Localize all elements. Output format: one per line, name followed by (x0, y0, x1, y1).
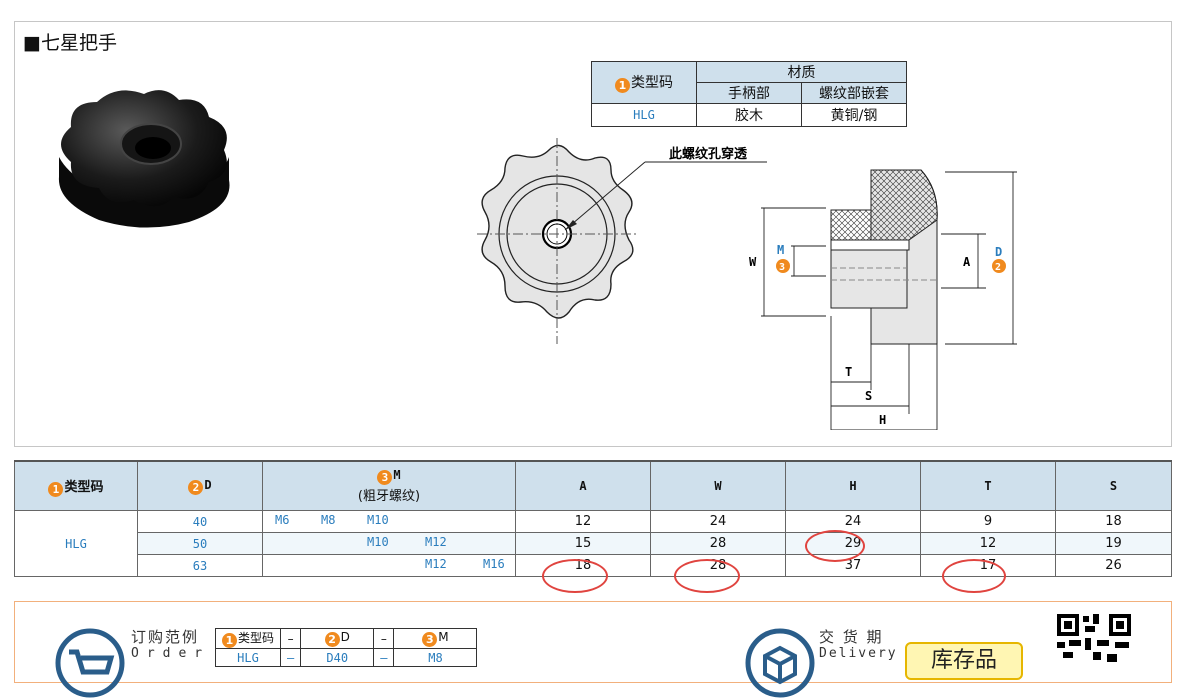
dim-W: W (749, 255, 757, 269)
spec-D: 50 (137, 532, 263, 555)
mat-header-material: 材质 (696, 61, 907, 83)
spec-H: 29 (785, 532, 921, 555)
spec-D: 40 (137, 510, 263, 533)
dim-S: S (865, 389, 872, 403)
technical-drawing: 此螺纹孔穿透 (477, 138, 1017, 430)
spec-header-T: T (920, 460, 1056, 511)
order-title: 订购范例 (131, 628, 200, 646)
mat-insert: 黄铜/钢 (801, 103, 907, 127)
side-view (830, 169, 938, 345)
spec-header-A: A (515, 460, 651, 511)
spec-T: 12 (920, 532, 1056, 555)
spec-S: 19 (1055, 532, 1172, 555)
spec-A: 18 (515, 554, 651, 577)
box-icon (745, 628, 815, 698)
ord-D: D40 (300, 648, 375, 667)
spec-S: 18 (1055, 510, 1172, 533)
spec-A: 15 (515, 532, 651, 555)
spec-header-S: S (1055, 460, 1172, 511)
qr-code-icon (1057, 614, 1131, 662)
product-photo (58, 90, 230, 228)
stock-badge: 库存品 (905, 642, 1023, 680)
mat-header-insert: 螺纹部嵌套 (801, 82, 907, 104)
dim-badge-2: 2 (995, 262, 1001, 273)
spec-type: HLG (14, 510, 138, 577)
front-view (477, 138, 637, 344)
mat-handle: 胶木 (696, 103, 802, 127)
dim-badge-3: 3 (779, 262, 785, 273)
ord-dash: – (373, 628, 395, 649)
spec-W: 28 (650, 532, 786, 555)
spec-A: 12 (515, 510, 651, 533)
dim-D: D (995, 245, 1002, 259)
spec-W: 24 (650, 510, 786, 533)
spec-W: 28 (650, 554, 786, 577)
spec-D: 63 (137, 554, 263, 577)
cart-icon (55, 628, 125, 698)
delivery-title-en: Delivery (819, 646, 898, 661)
spec-T: 9 (920, 510, 1056, 533)
spec-H: 37 (785, 554, 921, 577)
dim-T: T (845, 365, 852, 379)
ord-dash: – (373, 648, 395, 667)
ord-M: M8 (393, 648, 478, 667)
spec-S: 26 (1055, 554, 1172, 577)
spec-header-W: W (650, 460, 786, 511)
ord-dash: – (280, 628, 302, 649)
spec-H: 24 (785, 510, 921, 533)
mat-header-handle: 手柄部 (696, 82, 802, 104)
delivery-title: 交 货 期 (819, 628, 884, 646)
spec-header-H: H (785, 460, 921, 511)
ord-type: HLG (214, 648, 282, 667)
mat-type: HLG (591, 103, 697, 127)
product-title: ■七星把手 (23, 32, 117, 54)
order-title-en: Order (131, 646, 211, 661)
dim-M: M (777, 243, 784, 257)
ord-dash: – (280, 648, 302, 667)
spec-T: 17 (920, 554, 1056, 577)
dim-A: A (963, 255, 971, 269)
dim-H: H (879, 413, 886, 427)
drawing-note: 此螺纹孔穿透 (669, 146, 747, 162)
